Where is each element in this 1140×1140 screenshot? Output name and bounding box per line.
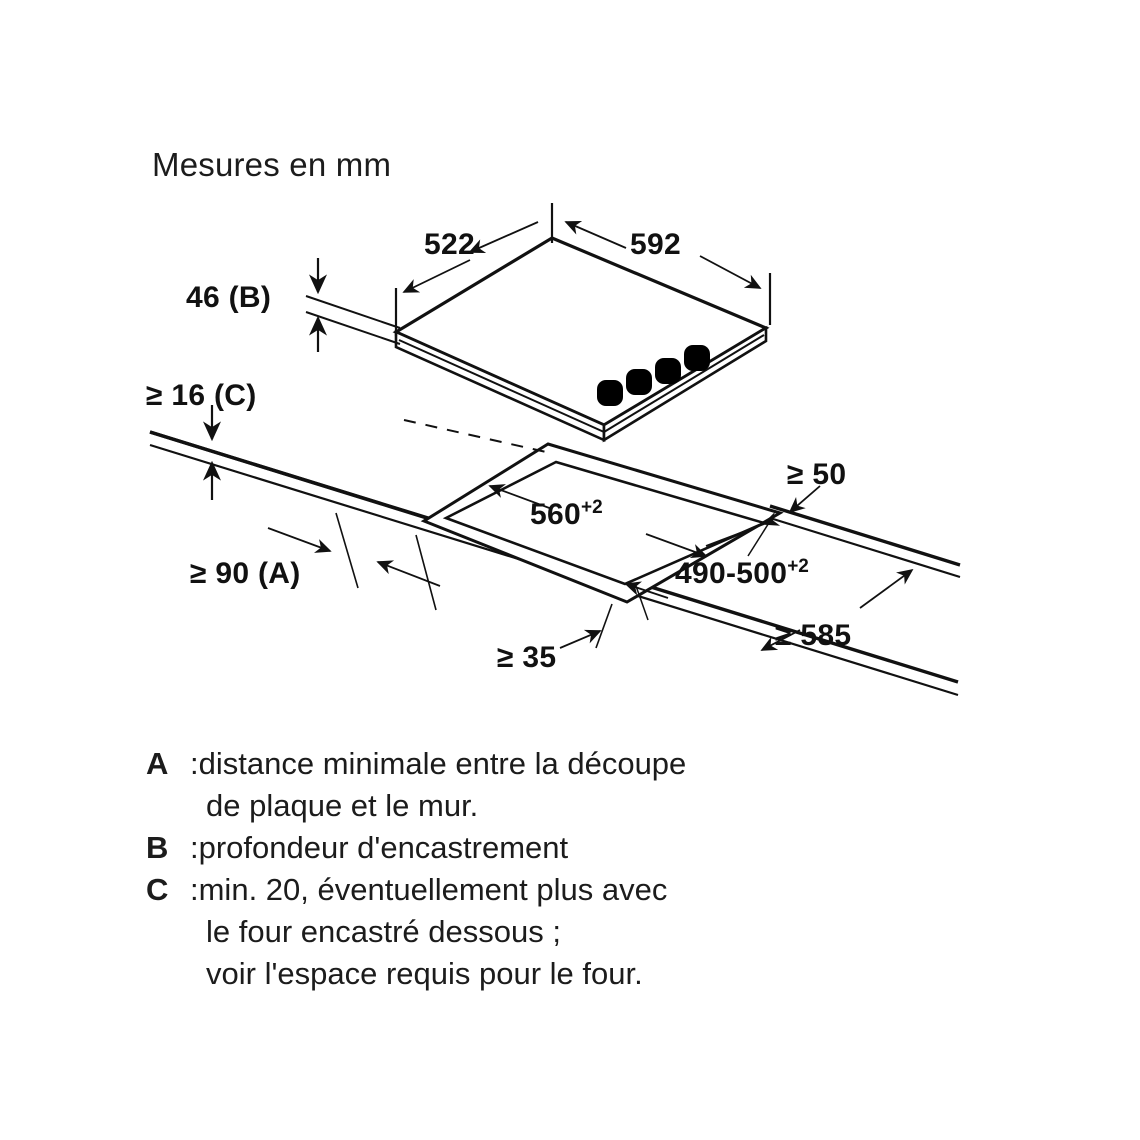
worktop-rear-edge-right-lower [769,516,961,579]
dim-490-extension-b [635,585,649,621]
page-title: Mesures en mm [152,146,392,183]
cutout-depth-tolerance: +2 [787,556,809,577]
dim-490-arrow-lower [624,581,669,599]
dim-522-arrow-a [468,221,539,253]
dim-560-arrow-left [488,484,553,510]
dim-35-arrow [559,629,602,649]
dim-585-arrow-lower [760,629,801,651]
cooktop-rim-line-right [603,334,765,433]
dim-35-leaders [559,603,613,649]
legend-line: :min. 20, éventuellement plus avec [190,872,668,907]
dimension-label-cabinet-width: ≥ 585 [775,619,852,652]
worktop-rear-edge-left [149,430,431,521]
control-knob[interactable] [655,358,681,384]
dimension-label-wall-distance: ≥ 90 (A) [190,557,301,590]
cooktop-top-face [392,236,770,427]
dim-490-leaders [624,511,781,621]
dim-90a-arrow-right [376,560,441,587]
worktop-rear-edge-right [769,504,961,567]
dim-490-extension-a [747,517,773,557]
cooktop-bottom-ref-line [305,311,401,345]
dimension-label-width-top: 522 [424,228,475,261]
legend-key: C [146,872,169,907]
legend-text: :profondeur d'encastrement [190,827,1046,869]
dim-585-arrow-upper [859,568,914,609]
legend-line: :profondeur d'encastrement [190,830,569,865]
dim-50-arrow [788,485,821,514]
cutout-depth-value: 490-500 [675,557,788,590]
dim-592-arrow-b [699,255,762,289]
cutout-width-tolerance: +2 [580,497,603,518]
legend-text: :distance minimale entre la découpe de pl… [190,743,1046,827]
legend: A :distance minimale entre la découpe de p… [146,743,1046,995]
legend-line: de plaque et le mur. [206,788,479,823]
dim-90a-extension-a [335,512,359,589]
legend-key: A [146,746,169,781]
legend-entry: C :min. 20, éventuellement plus avec le fo… [146,869,1046,995]
cooktop-knobs [597,345,710,406]
dim-90a-extension-b [415,534,437,611]
dim-592-leaders [564,220,772,325]
legend-entry: B :profondeur d'encastrement [146,827,1046,869]
projection-lines [403,419,547,453]
cooktop-top-ref-line [305,295,401,329]
legend-entry: A :distance minimale entre la découpe de p… [146,743,1046,827]
dimension-label-width-front: 592 [630,228,681,261]
dimension-label-worktop-thickness: ≥ 16 (C) [146,379,257,412]
dim-560-leaders [488,484,708,558]
dim-90a-leaders [267,512,441,611]
cutout-width-value: 560 [530,498,581,531]
control-knob[interactable] [626,369,652,395]
dimension-label-cutout-width: 560+2 [530,497,603,532]
legend-line: le four encastré dessous ; [206,914,561,949]
legend-text: :min. 20, éventuellement plus avec le fou… [190,869,1046,995]
control-knob[interactable] [684,345,710,371]
dim-522-leaders [394,203,554,336]
cooktop-rim-line-left [398,339,605,433]
legend-key: B [146,830,169,865]
dimension-label-front-edge: ≥ 35 [497,641,557,674]
dim-522-arrow-b [402,259,471,293]
dimension-label-recess-depth: 46 (B) [186,281,272,314]
dim-90a-arrow-left [267,527,332,553]
dim-592-arrow-a [564,220,627,249]
dim-46b-leaders [305,258,401,352]
dimension-label-cutout-depth: 490-500+2 [675,556,809,591]
legend-line: voir l'espace requis pour le four. [206,956,643,991]
dim-490-arrow-upper [705,511,781,547]
dim-50-leaders [788,485,821,514]
dimension-label-rear-clearance: ≥ 50 [787,458,847,491]
dim-560-arrow-right [645,533,708,558]
alignment-dashed-line [403,419,547,453]
control-knob[interactable] [597,380,623,406]
legend-line: :distance minimale entre la découpe [190,746,687,781]
dim-585-leaders [760,568,914,651]
dim-35-extension [595,603,613,649]
